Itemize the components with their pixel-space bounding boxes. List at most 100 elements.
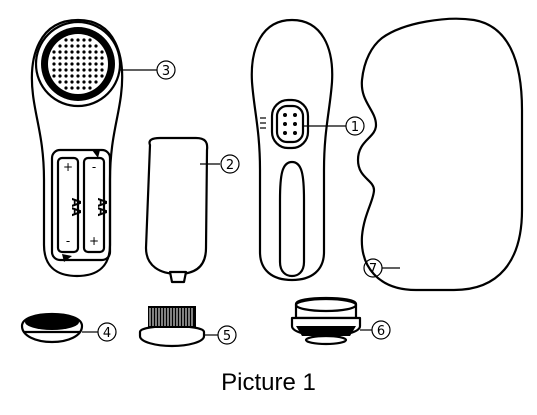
bristle-dot bbox=[70, 56, 74, 60]
bristle-dot bbox=[76, 80, 80, 84]
bristle-dot bbox=[100, 62, 104, 66]
bristle-dot bbox=[76, 68, 80, 72]
bristle-dot bbox=[64, 86, 68, 90]
bristle-dot bbox=[100, 68, 104, 72]
callout-1: 1 bbox=[351, 120, 359, 135]
battery-arrow-top bbox=[92, 150, 100, 158]
bristle-dot bbox=[88, 38, 92, 42]
bristle-dot bbox=[82, 38, 86, 42]
bristle-dot bbox=[88, 86, 92, 90]
battery-left-bottom-sign: - bbox=[66, 234, 70, 248]
bristle-dots bbox=[52, 38, 104, 90]
bristle-dot bbox=[88, 62, 92, 66]
bristle-dot bbox=[82, 68, 86, 72]
callout-circle-4 bbox=[98, 323, 116, 341]
bristle-dot bbox=[82, 44, 86, 48]
battery-right-bottom-sign: + bbox=[89, 234, 99, 248]
bristle-dot bbox=[88, 56, 92, 60]
bristle-dot bbox=[58, 50, 62, 54]
battery-left-label: AA bbox=[69, 198, 83, 217]
storage-pouch: 7 bbox=[358, 19, 522, 290]
bristle-dot bbox=[76, 56, 80, 60]
battery-right-label: AA bbox=[95, 198, 109, 217]
bristle-dot bbox=[52, 68, 56, 72]
bristle-dot bbox=[76, 74, 80, 78]
speed-indicator-dots bbox=[260, 118, 266, 128]
battery-left-top-sign: + bbox=[63, 160, 73, 174]
bristle-dot bbox=[100, 56, 104, 60]
bristle-dot bbox=[64, 62, 68, 66]
bristle-brush-head: 5 bbox=[140, 306, 236, 346]
bristle-dot bbox=[100, 50, 104, 54]
battery-cover: 2 bbox=[146, 138, 239, 282]
power-switch-housing bbox=[272, 100, 308, 148]
brush-head-ring bbox=[36, 22, 120, 106]
bristle-dot bbox=[94, 74, 98, 78]
battery-right bbox=[84, 158, 104, 252]
sponge-head: 6 bbox=[292, 298, 390, 344]
bristle-dot bbox=[70, 68, 74, 72]
bristle-dot bbox=[58, 80, 62, 84]
bristle-dot bbox=[70, 44, 74, 48]
bristle-dot bbox=[58, 68, 62, 72]
bristle-dot bbox=[70, 38, 74, 42]
bristle-dot bbox=[88, 44, 92, 48]
bristle-dot bbox=[64, 50, 68, 54]
bristle-dot bbox=[88, 74, 92, 78]
callout-6: 6 bbox=[377, 324, 385, 339]
bristle-dot bbox=[58, 74, 62, 78]
bristle-dot bbox=[64, 68, 68, 72]
flat-brush-head: 4 bbox=[22, 314, 116, 342]
callout-5: 5 bbox=[223, 329, 231, 344]
callout-3: 3 bbox=[162, 64, 170, 79]
switch-grip-dots bbox=[283, 113, 297, 135]
bristle-dot bbox=[82, 62, 86, 66]
battery-arrow-bottom bbox=[62, 254, 72, 262]
bristle-dot bbox=[64, 74, 68, 78]
bristle-dot bbox=[70, 86, 74, 90]
bristle-dot bbox=[64, 80, 68, 84]
bristle-dot bbox=[52, 62, 56, 66]
bristle-dot bbox=[94, 44, 98, 48]
bristle-dot bbox=[52, 50, 56, 54]
callout-4: 4 bbox=[103, 326, 111, 341]
bristle-dot bbox=[82, 74, 86, 78]
bristle-dot bbox=[94, 62, 98, 66]
bristle-dot bbox=[94, 50, 98, 54]
bristle-dot bbox=[70, 80, 74, 84]
grip-window bbox=[280, 162, 304, 276]
bristle-dot bbox=[82, 80, 86, 84]
bristle-dot bbox=[94, 80, 98, 84]
bristle-dot bbox=[70, 74, 74, 78]
bristle-dot bbox=[82, 50, 86, 54]
callout-circle-7 bbox=[364, 259, 382, 277]
bristle-dot bbox=[82, 86, 86, 90]
device-parts-diagram: + AA - - AA + 3 2 1 bbox=[0, 0, 537, 360]
bristle-dot bbox=[76, 50, 80, 54]
bristle-dot bbox=[76, 86, 80, 90]
bristle-dot bbox=[94, 68, 98, 72]
callout-circle-3 bbox=[157, 61, 175, 79]
bristle-dot bbox=[88, 68, 92, 72]
bristle-dot bbox=[100, 74, 104, 78]
bristle-dot bbox=[58, 56, 62, 60]
battery-right-top-sign: - bbox=[92, 160, 96, 174]
device-back-view: + AA - - AA + 3 bbox=[32, 20, 175, 276]
battery-compartment bbox=[52, 150, 110, 260]
callout-7: 7 bbox=[369, 262, 377, 277]
figure-caption: Picture 1 bbox=[221, 369, 316, 396]
callout-circle-1 bbox=[346, 117, 364, 135]
bristle-dot bbox=[64, 44, 68, 48]
bristle-dot bbox=[94, 56, 98, 60]
bristle-dot bbox=[64, 56, 68, 60]
bristle-dot bbox=[76, 38, 80, 42]
bristle-dot bbox=[52, 74, 56, 78]
bristle-dot bbox=[88, 80, 92, 84]
callout-circle-5 bbox=[218, 326, 236, 344]
bristle-dot bbox=[64, 38, 68, 42]
bristle-lines bbox=[150, 308, 192, 326]
callout-2: 2 bbox=[226, 158, 234, 173]
bristle-dot bbox=[52, 56, 56, 60]
bristle-dot bbox=[58, 44, 62, 48]
device-front-view: 1 bbox=[252, 20, 364, 280]
